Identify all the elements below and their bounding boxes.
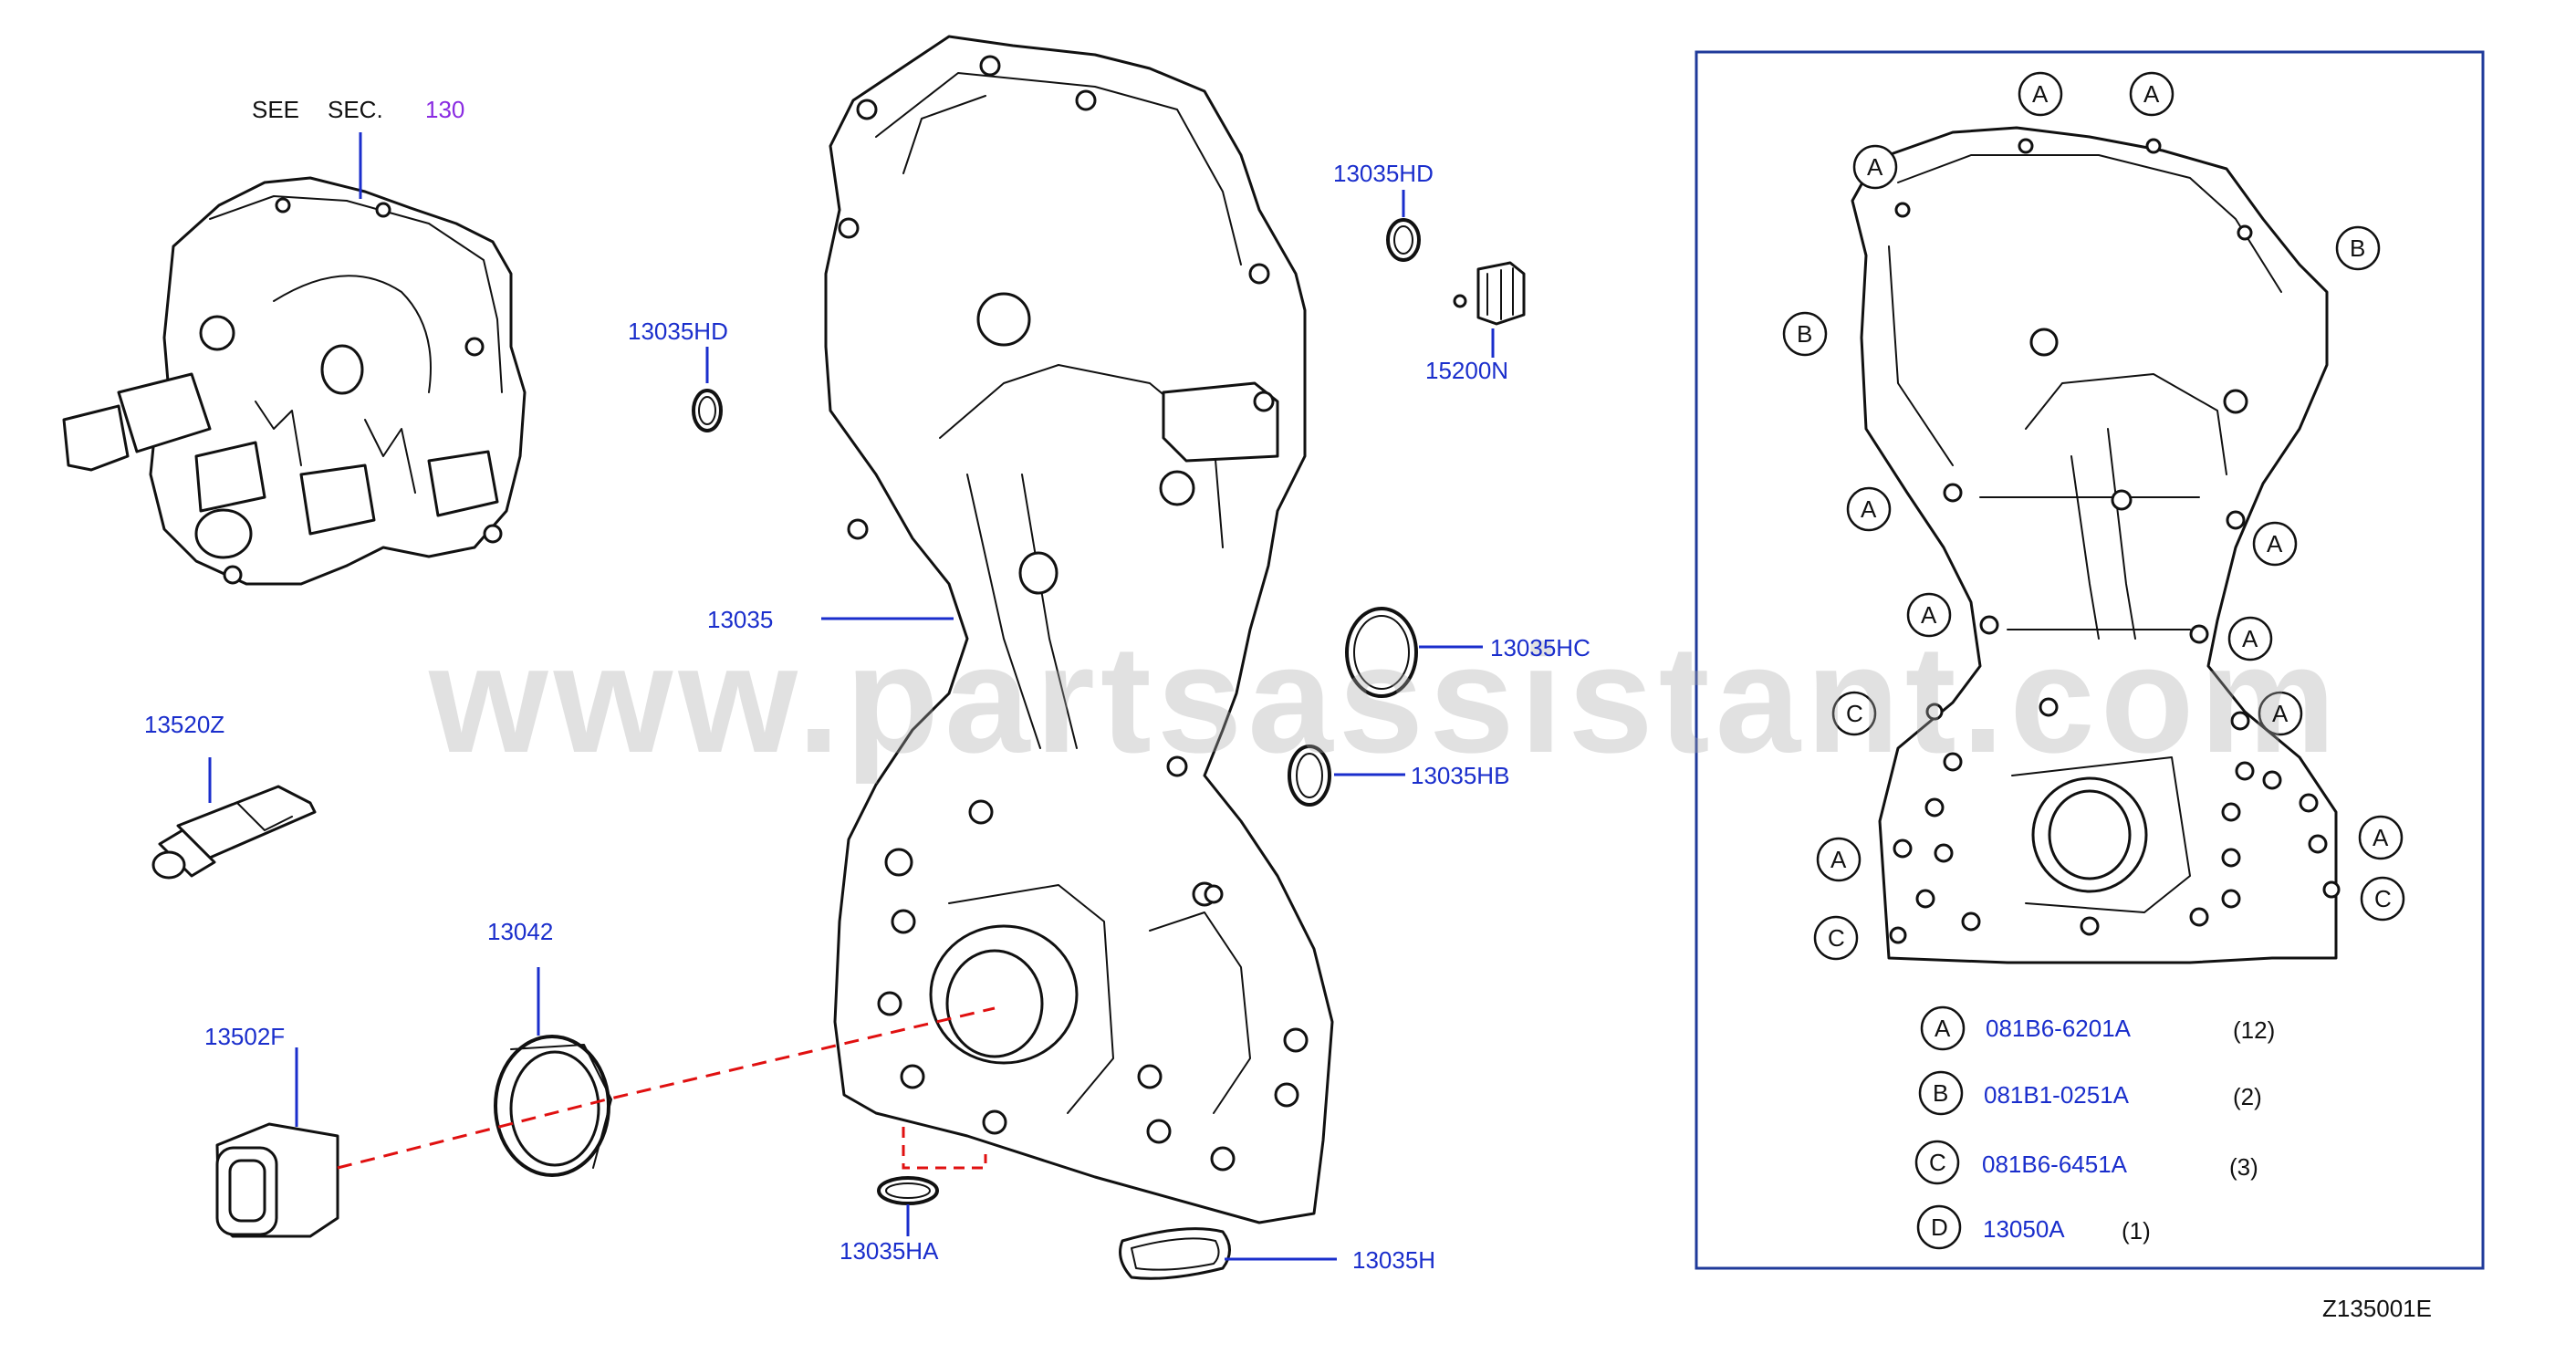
- legend-part-number[interactable]: 081B1-0251A: [1984, 1081, 2130, 1109]
- legend-part-number[interactable]: 13050A: [1983, 1215, 2065, 1243]
- legend-key: B: [1933, 1079, 1949, 1107]
- legend-key: A: [1935, 1015, 1951, 1042]
- part-label-13035HD-left[interactable]: 13035HD: [628, 318, 728, 345]
- part-label-13502F[interactable]: 13502F: [204, 1023, 286, 1050]
- marker-c: C: [1828, 924, 1845, 952]
- marker-b: B: [1797, 320, 1813, 348]
- legend-quantity: (3): [2229, 1153, 2258, 1181]
- legend-quantity: (12): [2233, 1016, 2276, 1044]
- part-label-13035H[interactable]: 13035H: [1352, 1246, 1436, 1274]
- part-label-13042[interactable]: 13042: [487, 918, 554, 945]
- part-label-13035HB[interactable]: 13035HB: [1411, 762, 1510, 789]
- inset-cover-outline: [1851, 126, 2341, 964]
- sealant-tube-13520Z: [151, 785, 317, 880]
- part-label-13035HC[interactable]: 13035HC: [1490, 634, 1590, 661]
- o-ring-13035HB: [1288, 745, 1331, 807]
- part-label-13035HA[interactable]: 13035HA: [840, 1237, 939, 1265]
- marker-c: C: [2374, 885, 2392, 912]
- marker-a: A: [2242, 625, 2258, 652]
- legend-part-number[interactable]: 081B6-6201A: [1986, 1015, 2132, 1042]
- o-ring-13035HD-right: [1386, 218, 1421, 262]
- marker-a: A: [1830, 846, 1847, 873]
- marker-a: A: [2143, 80, 2160, 108]
- marker-a: A: [2272, 700, 2289, 727]
- section-link-130[interactable]: 130: [425, 96, 465, 123]
- oil-seal-13042: [494, 1035, 612, 1177]
- marker-a: A: [2032, 80, 2049, 108]
- inset-marker-circles: [1782, 71, 2405, 1250]
- diagram-code: Z135001E: [2322, 1295, 2432, 1322]
- marker-a: A: [2267, 530, 2283, 557]
- part-label-15200N[interactable]: 15200N: [1425, 357, 1509, 384]
- o-ring-13035HD-left: [692, 389, 723, 432]
- marker-a: A: [1861, 495, 1877, 523]
- marker-a: A: [1867, 153, 1883, 181]
- marker-a: A: [1921, 601, 1937, 629]
- o-ring-13035HC: [1345, 607, 1418, 698]
- part-label-13035HD-right[interactable]: 13035HD: [1333, 160, 1434, 187]
- bolt-location-inset-frame: [1695, 50, 2485, 1270]
- legend-quantity: (2): [2233, 1083, 2262, 1110]
- part-label-13035[interactable]: 13035: [707, 606, 774, 633]
- strainer-15200N: [1453, 261, 1526, 326]
- see-section-assembly: [62, 176, 527, 586]
- legend-quantity: (1): [2122, 1217, 2151, 1245]
- guide-13502F: [215, 1122, 339, 1238]
- marker-b: B: [2350, 234, 2366, 262]
- sec-label: SEC.: [328, 96, 383, 123]
- watermark: www.partsassistant.com: [429, 613, 2341, 785]
- legend-key: C: [1929, 1149, 1946, 1176]
- marker-c: C: [1846, 700, 1863, 727]
- see-label: SEE: [252, 96, 300, 123]
- legend-part-number[interactable]: 081B6-6451A: [1982, 1151, 2128, 1178]
- legend-key: D: [1931, 1213, 1948, 1241]
- gasket-13035H: [1119, 1227, 1231, 1280]
- front-cover-13035: [824, 35, 1334, 1224]
- marker-a: A: [2373, 824, 2389, 851]
- part-label-13520Z[interactable]: 13520Z: [144, 711, 225, 738]
- o-ring-13035HA: [877, 1176, 939, 1205]
